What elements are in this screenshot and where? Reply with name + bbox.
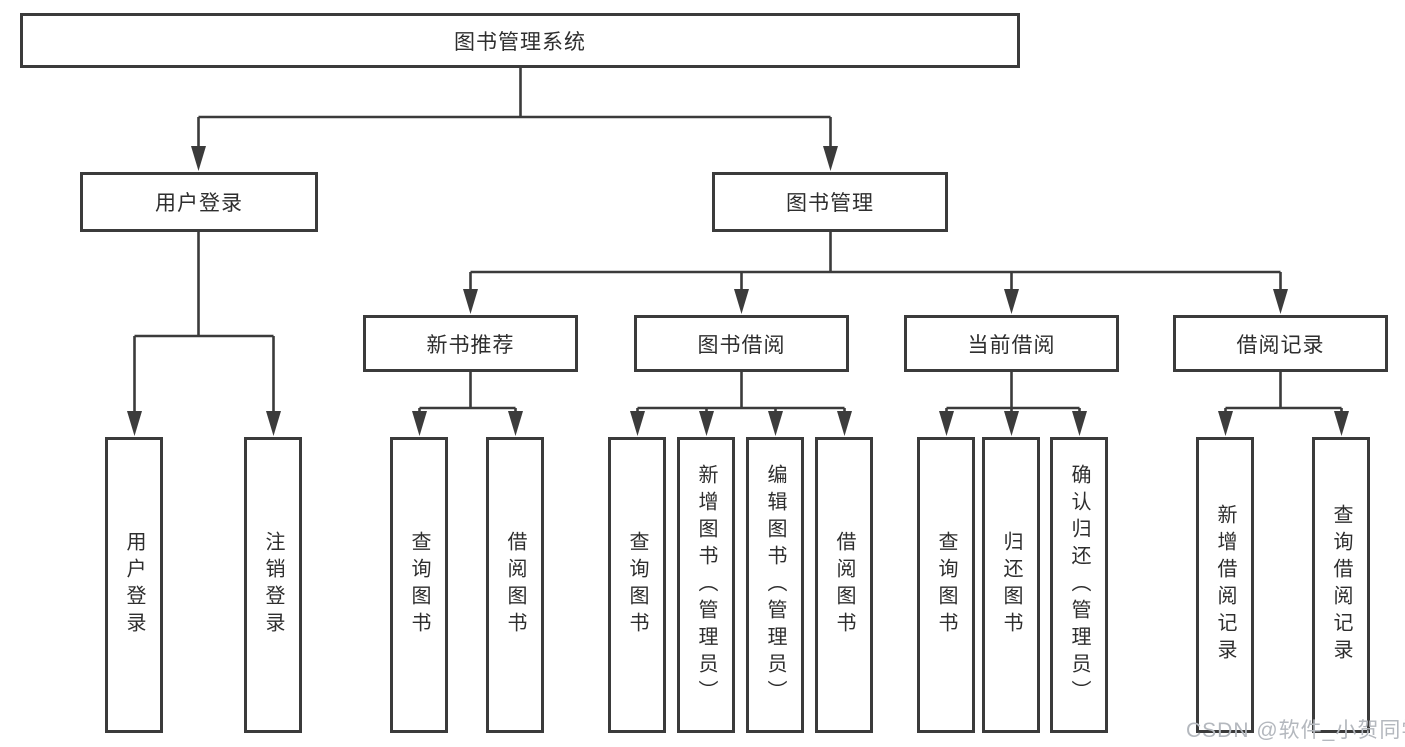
- leaf-edit-book-admin: 编辑图书（管理员）: [746, 437, 804, 733]
- node-label: 新增图书（管理员）: [695, 463, 717, 707]
- node-label: 确认归还（管理员）: [1068, 463, 1090, 707]
- leaf-borrow-books-1: 借阅图书: [486, 437, 544, 733]
- node-label: 归还图书: [1000, 531, 1022, 639]
- node-book-management: 图书管理: [712, 172, 948, 232]
- leaf-return-books: 归还图书: [982, 437, 1040, 733]
- node-book-borrowing: 图书借阅: [634, 315, 849, 372]
- node-new-book-recommend: 新书推荐: [363, 315, 578, 372]
- arrowhead-icons: [127, 146, 1349, 436]
- node-label: 用户登录: [123, 531, 145, 639]
- node-label: 图书管理系统: [454, 30, 586, 54]
- node-label: 新书推荐: [426, 333, 515, 357]
- node-label: 注销登录: [262, 531, 284, 639]
- node-label: 用户登录: [155, 192, 243, 215]
- node-label: 查询图书: [935, 531, 957, 639]
- node-label: 借阅图书: [833, 531, 855, 639]
- csdn-watermark: CSDN @软件_小贺同学: [1186, 719, 1405, 742]
- node-library-system: 图书管理系统: [20, 13, 1020, 68]
- node-current-borrowing: 当前借阅: [904, 315, 1119, 372]
- leaf-query-books-2: 查询图书: [608, 437, 666, 733]
- node-label: 查询借阅记录: [1330, 504, 1352, 666]
- leaf-logout: 注销登录: [244, 437, 302, 733]
- node-borrowing-records: 借阅记录: [1173, 315, 1388, 372]
- node-label: 查询图书: [408, 531, 430, 639]
- node-label: 图书借阅: [697, 333, 786, 357]
- leaf-add-borrow-record: 新增借阅记录: [1196, 437, 1254, 733]
- node-label: 当前借阅: [967, 333, 1056, 357]
- leaf-query-borrow-record: 查询借阅记录: [1312, 437, 1370, 733]
- leaf-user-login: 用户登录: [105, 437, 163, 733]
- node-label: 查询图书: [626, 531, 648, 639]
- leaf-add-book-admin: 新增图书（管理员）: [677, 437, 735, 733]
- leaf-confirm-return-admin: 确认归还（管理员）: [1050, 437, 1108, 733]
- leaf-borrow-books-2: 借阅图书: [815, 437, 873, 733]
- node-label: 图书管理: [786, 192, 874, 215]
- leaf-query-books-3: 查询图书: [917, 437, 975, 733]
- node-user-login-branch: 用户登录: [80, 172, 318, 232]
- node-label: 借阅图书: [504, 531, 526, 639]
- node-label: 编辑图书（管理员）: [764, 463, 786, 707]
- leaf-query-books-1: 查询图书: [390, 437, 448, 733]
- node-label: 新增借阅记录: [1214, 504, 1236, 666]
- node-label: 借阅记录: [1236, 333, 1325, 357]
